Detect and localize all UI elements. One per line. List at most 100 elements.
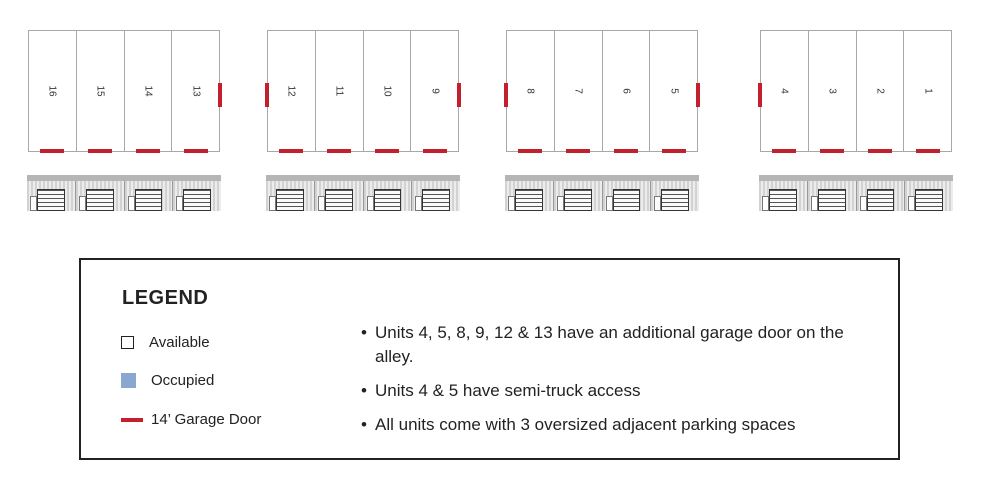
entry-door: [127, 196, 135, 211]
alley-garage-door: [758, 83, 762, 107]
occupied-label: Occupied: [151, 372, 215, 389]
unit[interactable]: 9: [410, 30, 461, 153]
garage-door: [915, 149, 940, 153]
elevation-bay: [412, 181, 460, 211]
legend-notes: Units 4, 5, 8, 9, 12 & 13 have an additi…: [361, 321, 881, 447]
entry-door: [366, 196, 374, 211]
elevation-bay: [505, 181, 554, 211]
garage-door: [867, 149, 892, 153]
occupied-swatch: [121, 373, 136, 388]
elevation-garage-door: [866, 189, 895, 211]
building-elevation: [505, 175, 699, 211]
entry-door: [605, 196, 613, 211]
unit[interactable]: 8: [504, 30, 555, 153]
entry-door: [415, 196, 423, 211]
alley-garage-door: [504, 83, 508, 107]
note-item: All units come with 3 oversized adjacent…: [361, 413, 881, 437]
unit[interactable]: 14: [123, 30, 173, 153]
unit[interactable]: 10: [362, 30, 412, 153]
building-elevation: [759, 175, 953, 211]
unit[interactable]: 3: [807, 30, 857, 153]
entry-door: [908, 196, 916, 211]
elevation-bay: [27, 181, 76, 211]
entry-door: [859, 196, 867, 211]
entry-door: [78, 196, 86, 211]
building-1: 16 15 14 13: [28, 30, 222, 153]
elevation-garage-door: [324, 189, 353, 211]
garage-door: [88, 149, 113, 153]
garage-door: [661, 149, 686, 153]
legend-garage-door: 14’ Garage Door: [121, 411, 261, 428]
elevation-bay: [905, 181, 953, 211]
elevation-garage-door: [134, 189, 163, 211]
entry-door: [317, 196, 325, 211]
entry-door: [810, 196, 818, 211]
garage-door: [422, 149, 447, 153]
unit[interactable]: 4: [758, 30, 809, 153]
elevation-garage-door: [563, 189, 592, 211]
elevation-bay: [314, 181, 364, 211]
elevation-bay: [266, 181, 315, 211]
unit[interactable]: 13: [171, 30, 222, 153]
elevation-bay: [124, 181, 174, 211]
unit[interactable]: 16: [28, 30, 77, 153]
elevation-garage-door: [85, 189, 114, 211]
garage-door: [518, 149, 543, 153]
legend-title: LEGEND: [122, 287, 209, 309]
note-item: Units 4, 5, 8, 9, 12 & 13 have an additi…: [361, 321, 881, 369]
elevation-garage-door: [276, 189, 304, 211]
entry-door: [176, 196, 184, 211]
garage-door: [135, 149, 160, 153]
available-label: Available: [149, 334, 210, 351]
unit[interactable]: 6: [601, 30, 651, 153]
unit[interactable]: 2: [855, 30, 905, 153]
note-item: Units 4 & 5 have semi-truck access: [361, 379, 881, 403]
unit[interactable]: 12: [265, 30, 316, 153]
unit-number: 8: [524, 88, 536, 94]
elevation-bay: [602, 181, 652, 211]
entry-door: [508, 196, 515, 211]
elevation-garage-door: [661, 189, 689, 211]
unit-number: 12: [285, 85, 297, 97]
entry-door: [654, 196, 662, 211]
building-elevation: [266, 175, 460, 211]
garage-door: [820, 149, 845, 153]
unit[interactable]: 1: [903, 30, 952, 153]
elevation-garage-door: [817, 189, 846, 211]
unit-number: 7: [572, 88, 584, 94]
building-elevation: [27, 175, 221, 211]
unit[interactable]: 5: [649, 30, 700, 153]
unit[interactable]: 11: [314, 30, 364, 153]
garage-door: [566, 149, 591, 153]
garage-door: [772, 149, 797, 153]
garage-door: [327, 149, 352, 153]
elevation-garage-door: [915, 189, 943, 211]
available-swatch: [121, 336, 134, 349]
garage-door: [374, 149, 399, 153]
elevation-bay: [363, 181, 413, 211]
building-4: 4 3 2 1: [758, 30, 952, 153]
elevation-garage-door: [37, 189, 65, 211]
unit-number: 5: [668, 88, 680, 94]
unit[interactable]: 15: [75, 30, 125, 153]
garage-door: [183, 149, 208, 153]
unit[interactable]: 7: [553, 30, 603, 153]
unit-number: 2: [874, 88, 886, 94]
garage-door: [279, 149, 304, 153]
elevation-garage-door: [183, 189, 211, 211]
elevation-bay: [856, 181, 906, 211]
elevation-garage-door: [373, 189, 402, 211]
legend-available: Available: [121, 334, 210, 351]
entry-door: [30, 196, 37, 211]
unit-number: 6: [620, 88, 632, 94]
alley-garage-door: [696, 83, 700, 107]
alley-garage-door: [218, 83, 222, 107]
entry-door: [556, 196, 564, 211]
garage-door: [613, 149, 638, 153]
unit-number: 14: [142, 85, 154, 97]
alley-garage-door: [457, 83, 461, 107]
unit-number: 13: [190, 85, 202, 97]
elevation-bay: [651, 181, 699, 211]
unit-number: 16: [46, 85, 58, 97]
unit-number: 1: [922, 88, 934, 94]
